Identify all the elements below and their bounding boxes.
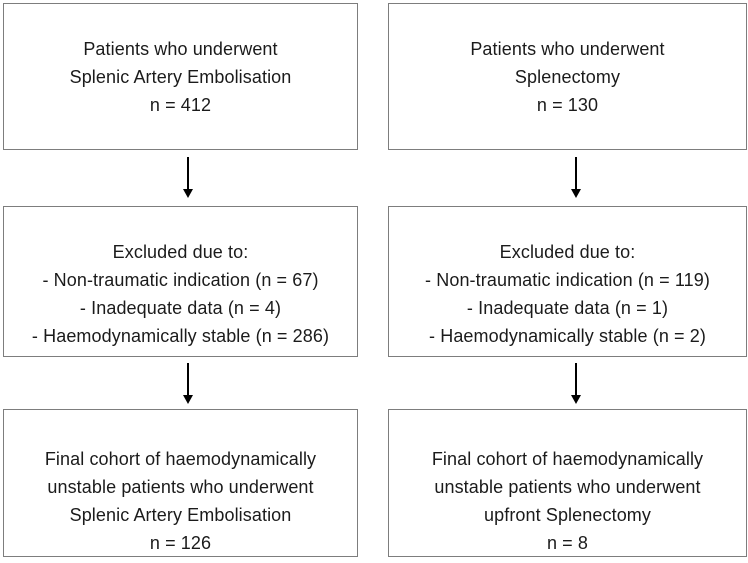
down-arrow [570,157,582,198]
box-text-line: Excluded due to: [112,241,249,262]
down-arrow [182,157,194,198]
box-text-line: unstable patients who underwent [47,477,314,497]
arrow-head-icon [183,395,193,404]
box-text-line: - Haemodynamically stable (n = 2) [429,325,706,346]
arrow-head-icon [183,189,193,198]
down-arrow [570,363,582,404]
flow-box-splenectomy-initial: Patients who underwent Splenectomy n = 1… [388,3,747,150]
arrow-shaft [187,363,189,395]
box-text-line: - Non-traumatic indication (n = 119) [425,269,710,290]
box-text-line: Splenic Artery Embolisation [69,66,292,87]
box-text-line: n = 8 [546,533,589,553]
box-text-line: Excluded due to: [499,241,636,262]
box-text-line: Final cohort of haemodynamically [44,449,317,469]
arrow-shaft [575,157,577,189]
flow-box-splenectomy-excluded: Excluded due to: - Non-traumatic indicat… [388,206,747,357]
box-text-line: n = 130 [536,94,599,115]
flow-box-sae-initial: Patients who underwent Splenic Artery Em… [3,3,358,150]
box-text-line: n = 126 [149,533,212,553]
flow-box-splenectomy-final: Final cohort of haemodynamically unstabl… [388,409,747,557]
box-text-line: unstable patients who underwent [434,477,701,497]
arrow-head-icon [571,189,581,198]
arrow-shaft [575,363,577,395]
box-text-line: n = 412 [149,94,212,115]
box-text-line: - Inadequate data (n = 1) [466,297,669,318]
arrow-shaft [187,157,189,189]
box-text-line: Splenectomy [514,66,621,87]
flow-box-sae-final: Final cohort of haemodynamically unstabl… [3,409,358,557]
box-text-line: Patients who underwent [470,38,665,59]
box-text-line: - Haemodynamically stable (n = 286) [31,325,330,346]
box-text-line: - Non-traumatic indication (n = 67) [42,269,319,290]
down-arrow [182,363,194,404]
arrow-head-icon [571,395,581,404]
box-text-line: Patients who underwent [83,38,278,59]
box-text-line: upfront Splenectomy [484,505,651,525]
box-text-line: Splenic Artery Embolisation [69,505,292,525]
box-text-line: Final cohort of haemodynamically [431,449,704,469]
box-text-line: - Inadequate data (n = 4) [79,297,282,318]
flow-box-sae-excluded: Excluded due to: - Non-traumatic indicat… [3,206,358,357]
